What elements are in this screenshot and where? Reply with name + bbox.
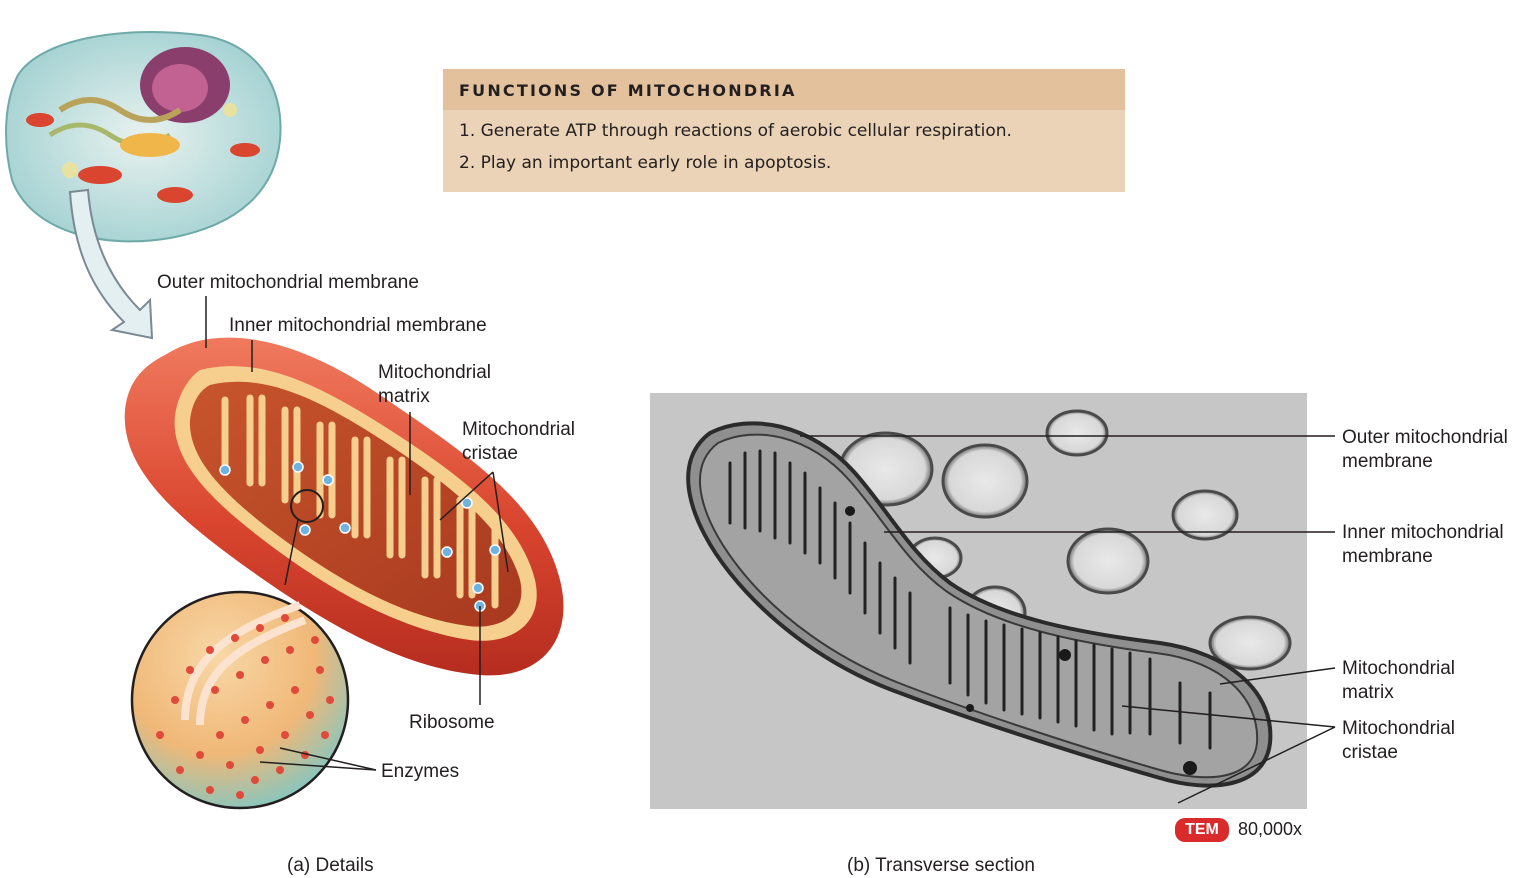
label-b-matrix-line2: matrix (1342, 681, 1455, 705)
tem-micrograph (650, 393, 1307, 809)
magnification-label: 80,000x (1238, 819, 1302, 840)
tem-badge: TEM (1175, 818, 1229, 842)
label-a-matrix-line2: matrix (378, 385, 491, 409)
cell-illustration (6, 32, 280, 241)
label-b-cristae: Mitochondrial cristae (1342, 717, 1455, 765)
label-b-outer-membrane-line1: Outer mitochondrial (1342, 426, 1508, 450)
label-b-matrix: Mitochondrial matrix (1342, 657, 1455, 705)
label-a-matrix: Mitochondrial matrix (378, 361, 491, 409)
label-a-outer-membrane: Outer mitochondrial membrane (157, 271, 419, 295)
label-b-outer-membrane-line2: membrane (1342, 450, 1508, 474)
label-a-cristae: Mitochondrial cristae (462, 418, 575, 466)
label-a-matrix-line1: Mitochondrial (378, 361, 491, 385)
label-a-cristae-line2: cristae (462, 442, 575, 466)
label-b-outer-membrane: Outer mitochondrial membrane (1342, 426, 1508, 474)
caption-a: (a) Details (287, 855, 374, 877)
label-b-matrix-line1: Mitochondrial (1342, 657, 1455, 681)
label-a-ribosome: Ribosome (409, 711, 495, 735)
label-a-inner-membrane: Inner mitochondrial membrane (229, 314, 487, 338)
label-a-cristae-line1: Mitochondrial (462, 418, 575, 442)
label-b-cristae-line2: cristae (1342, 741, 1455, 765)
label-a-enzymes: Enzymes (381, 760, 459, 784)
label-b-inner-membrane-line2: membrane (1342, 545, 1504, 569)
caption-b: (b) Transverse section (847, 855, 1035, 877)
label-b-inner-membrane-line1: Inner mitochondrial (1342, 521, 1504, 545)
label-b-inner-membrane: Inner mitochondrial membrane (1342, 521, 1504, 569)
label-b-cristae-line1: Mitochondrial (1342, 717, 1455, 741)
